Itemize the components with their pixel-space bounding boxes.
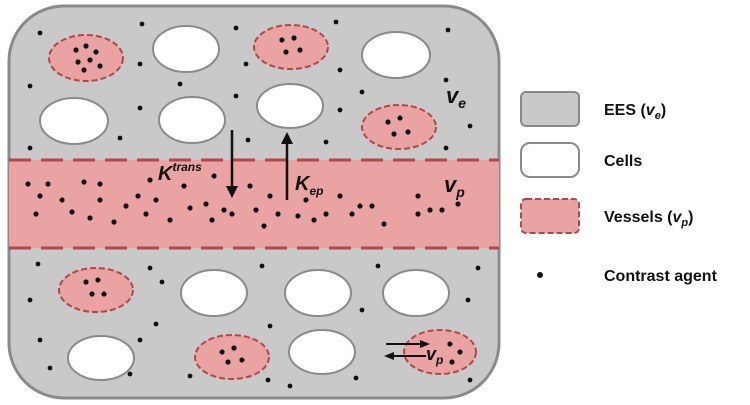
- ktrans-arrow-head: [226, 186, 238, 198]
- label-kep: Kep: [295, 173, 323, 198]
- small-vessel: [361, 104, 437, 150]
- central-vessel: [9, 158, 499, 250]
- small-vessel: [48, 34, 124, 82]
- cell: [67, 335, 135, 381]
- legend-ees-label: EES (ve): [604, 102, 666, 122]
- cell: [39, 97, 109, 145]
- small-vessel: [58, 267, 134, 313]
- small-vessel: [194, 334, 270, 380]
- small-vessel: [253, 24, 329, 70]
- cell: [288, 329, 356, 375]
- label-ktrans: Ktrans: [158, 160, 202, 185]
- cells-group: [39, 25, 450, 381]
- legend-agent-label: Contrast agent: [604, 268, 718, 285]
- kep-arrow-head: [281, 132, 293, 144]
- cell: [158, 96, 226, 144]
- cell: [180, 269, 248, 317]
- cell: [256, 83, 324, 129]
- legend: EES (ve) Cells Vessels (vp) Contrast age…: [520, 91, 718, 285]
- cell: [361, 31, 431, 79]
- cell: [284, 269, 352, 317]
- label-vp: vp: [444, 172, 465, 200]
- legend-cells-swatch: [520, 142, 580, 178]
- cell: [152, 25, 220, 73]
- contrast-agent-dots: [25, 19, 481, 389]
- small-vessel: [403, 329, 477, 375]
- legend-ees-swatch: [520, 91, 580, 127]
- label-ve: ve: [446, 83, 466, 111]
- exchange-arrows: [226, 130, 293, 200]
- legend-vessels-label: Vessels (vp): [604, 209, 693, 229]
- label-vp-small: vp: [426, 344, 443, 367]
- legend-vessels-swatch: [520, 198, 580, 234]
- small-exchange-arrows: [384, 340, 430, 360]
- legend-agent-dot: [537, 272, 543, 278]
- cell: [382, 269, 450, 317]
- legend-cells-label: Cells: [604, 153, 642, 170]
